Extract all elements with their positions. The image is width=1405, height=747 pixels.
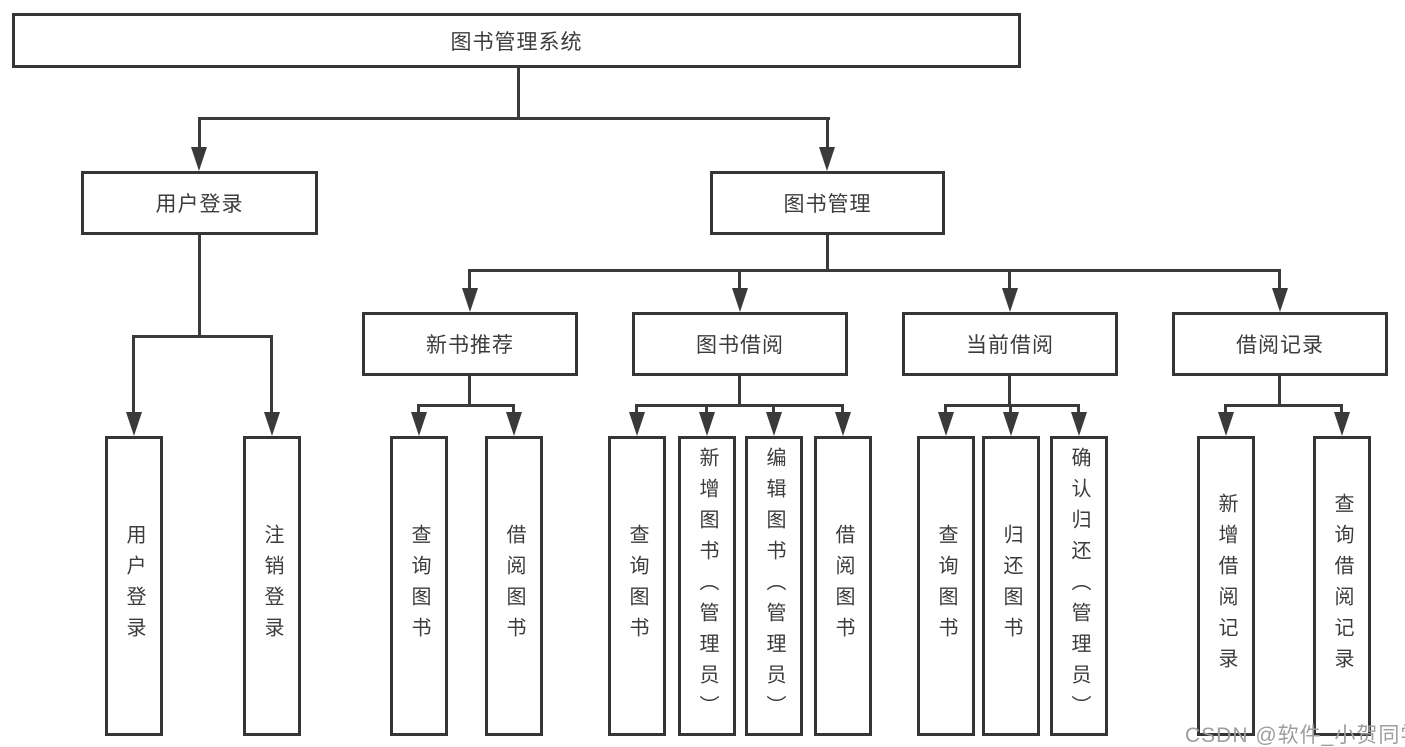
connector-g0-stem-0 bbox=[417, 404, 420, 418]
connector-root-drop bbox=[517, 68, 520, 120]
node-leaf-edit-book-admin: 编辑图书（管理员） bbox=[745, 436, 803, 736]
connector-g1-stem-1 bbox=[705, 404, 708, 418]
node-new-book-recommendation: 新书推荐 bbox=[362, 312, 578, 376]
arrow-down-icon bbox=[629, 412, 645, 436]
connector-user-stem-0 bbox=[132, 335, 135, 417]
connector-mgmt-stem-3 bbox=[1278, 269, 1281, 295]
connector-mgmt-stem-1 bbox=[738, 269, 741, 295]
node-book-borrowing: 图书借阅 bbox=[632, 312, 848, 376]
arrow-down-icon bbox=[411, 412, 427, 436]
node-leaf-query-borrow-record: 查询借阅记录 bbox=[1313, 436, 1371, 736]
connector-g1-rail bbox=[635, 404, 844, 407]
connector-g3-stem-0 bbox=[1224, 404, 1227, 418]
arrow-down-icon bbox=[506, 412, 522, 436]
arrow-down-icon bbox=[699, 412, 715, 436]
arrow-down-icon bbox=[1218, 412, 1234, 436]
connector-g2-rail bbox=[944, 404, 1080, 407]
connector-g1-drop bbox=[738, 376, 741, 407]
connector-g0-drop bbox=[468, 376, 471, 407]
connector-g2-stem-0 bbox=[944, 404, 947, 418]
connector-g3-rail bbox=[1224, 404, 1343, 407]
node-book-management-branch: 图书管理 bbox=[710, 171, 945, 235]
arrow-down-icon bbox=[264, 412, 280, 436]
connector-g0-stem-1 bbox=[512, 404, 515, 418]
connector-user-drop bbox=[198, 235, 201, 337]
connector-root-stem-right bbox=[826, 117, 829, 151]
node-leaf-logout: 注销登录 bbox=[243, 436, 301, 736]
connector-user-rail bbox=[132, 335, 273, 338]
connector-mgmt-stem-2 bbox=[1008, 269, 1011, 295]
node-leaf-query-book-recommend: 查询图书 bbox=[390, 436, 448, 736]
node-leaf-borrow-book: 借阅图书 bbox=[814, 436, 872, 736]
arrow-down-icon bbox=[1002, 288, 1018, 312]
arrow-down-icon bbox=[126, 412, 142, 436]
connector-root-stem-left bbox=[198, 117, 201, 151]
watermark: CSDN @软件_小贺同学 bbox=[1185, 724, 1405, 747]
connector-mgmt-rail bbox=[468, 269, 1281, 272]
node-current-borrowing: 当前借阅 bbox=[902, 312, 1118, 376]
node-leaf-query-book-borrowing: 查询图书 bbox=[608, 436, 666, 736]
arrow-down-icon bbox=[1334, 412, 1350, 436]
connector-g2-drop bbox=[1008, 376, 1011, 407]
node-leaf-return-book: 归还图书 bbox=[982, 436, 1040, 736]
connector-mgmt-drop bbox=[826, 235, 829, 272]
connector-g1-stem-2 bbox=[772, 404, 775, 418]
connector-root-rail bbox=[198, 117, 830, 120]
node-leaf-add-book-admin: 新增图书（管理员） bbox=[678, 436, 736, 736]
arrow-down-icon bbox=[462, 288, 478, 312]
node-leaf-add-borrow-record: 新增借阅记录 bbox=[1197, 436, 1255, 736]
connector-g2-stem-2 bbox=[1077, 404, 1080, 418]
node-borrowing-records: 借阅记录 bbox=[1172, 312, 1388, 376]
connector-g0-rail bbox=[417, 404, 515, 407]
arrow-down-icon bbox=[1272, 288, 1288, 312]
arrow-down-icon bbox=[1071, 412, 1087, 436]
connector-g2-stem-1 bbox=[1009, 404, 1012, 418]
connector-g3-stem-1 bbox=[1340, 404, 1343, 418]
arrow-down-icon bbox=[732, 288, 748, 312]
arrow-down-icon bbox=[819, 147, 835, 171]
node-leaf-borrow-book-recommend: 借阅图书 bbox=[485, 436, 543, 736]
node-leaf-query-book-current: 查询图书 bbox=[917, 436, 975, 736]
node-leaf-user-login: 用户登录 bbox=[105, 436, 163, 736]
arrow-down-icon bbox=[835, 412, 851, 436]
arrow-down-icon bbox=[938, 412, 954, 436]
connector-mgmt-stem-0 bbox=[468, 269, 471, 295]
arrow-down-icon bbox=[1003, 412, 1019, 436]
connector-g1-stem-0 bbox=[635, 404, 638, 418]
node-root-book-management-system: 图书管理系统 bbox=[12, 13, 1021, 68]
connector-user-stem-1 bbox=[270, 335, 273, 417]
connector-g1-stem-3 bbox=[841, 404, 844, 418]
connector-g3-drop bbox=[1278, 376, 1281, 407]
arrow-down-icon bbox=[191, 147, 207, 171]
node-user-login-branch: 用户登录 bbox=[81, 171, 318, 235]
arrow-down-icon bbox=[766, 412, 782, 436]
node-leaf-confirm-return-admin: 确认归还（管理员） bbox=[1050, 436, 1108, 736]
